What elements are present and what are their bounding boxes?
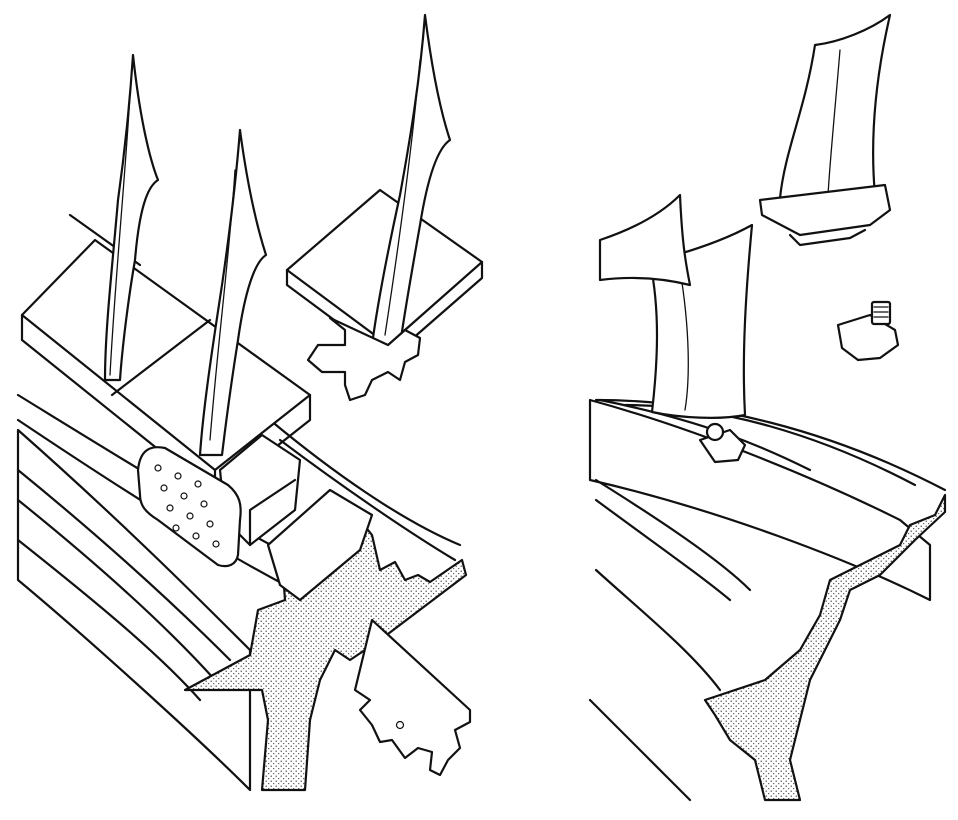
plate-hole [160,484,168,492]
plate-hole [206,520,214,528]
right-blade-back [598,193,692,287]
plate-hole [180,492,188,500]
plate-hole [174,472,182,480]
plate-hole [194,480,202,488]
plate-hole [200,500,208,508]
plate-hole [172,524,180,532]
right-loose-blade [758,13,892,247]
locking-strip-hole [395,720,405,730]
left-loose-blade [285,13,484,402]
plate-hole [192,532,200,540]
right-installed-bolt [698,422,747,464]
locking-plate-holes [154,464,220,548]
plate-hole [154,464,162,472]
plate-hole [166,504,174,512]
plate-hole [186,512,194,520]
left-view-fir-tree-fixing [16,13,484,792]
left-blade-1 [103,53,160,382]
right-locking-bolt [836,300,900,362]
left-locking-strip [353,618,472,777]
left-locking-plate [136,446,242,568]
plate-hole [212,540,220,548]
right-disc-section [703,493,947,802]
right-view-bolted-fixing [588,13,947,802]
